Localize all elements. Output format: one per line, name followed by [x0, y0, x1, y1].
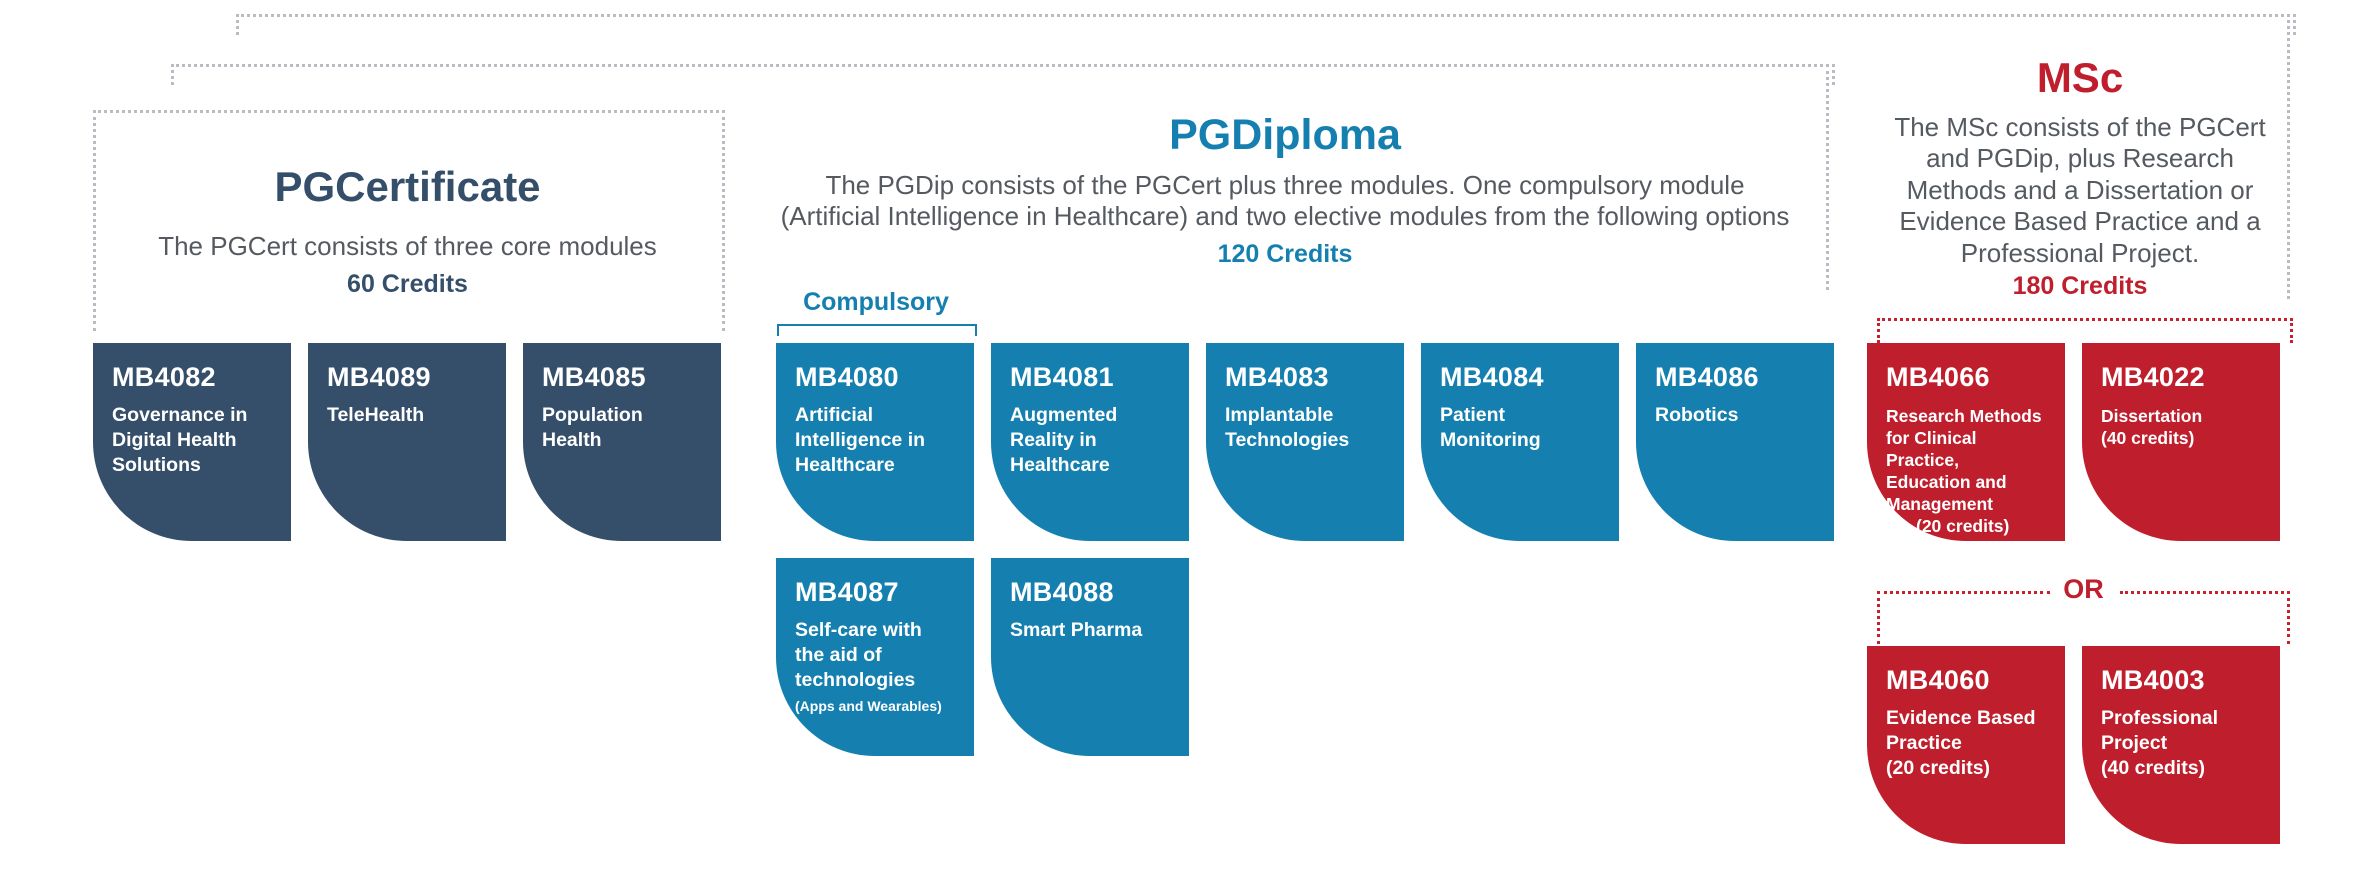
module-title: Population Health	[542, 404, 643, 451]
module-code: MB4088	[1010, 577, 1114, 607]
module-card-mb4022[interactable]: MB4022 Dissertation (40 credits)	[2082, 343, 2280, 541]
module-code: MB4086	[1655, 362, 1759, 392]
module-card-mb4085[interactable]: MB4085 Population Health	[523, 343, 721, 541]
bracket-pgdip-right	[1826, 64, 1829, 290]
msc-title: MSc	[2036, 54, 2124, 101]
module-title: Smart Pharma	[1010, 619, 1143, 641]
bracket-pgdip-outer	[171, 64, 1835, 85]
module-code: MB4081	[1010, 362, 1114, 392]
msc-description-line3: Methods and a Dissertation or	[1906, 175, 2254, 205]
module-code: MB4022	[2101, 362, 2205, 392]
pgcert-description: The PGCert consists of three core module…	[158, 231, 657, 261]
module-code: MB4083	[1225, 362, 1329, 392]
module-note: (40 credits)	[2101, 428, 2195, 448]
module-title: Self-care with the aid of technologies (…	[795, 618, 956, 718]
module-card-mb4080[interactable]: MB4080 Artificial Intelligence in Health…	[776, 343, 974, 541]
module-card-mb4086[interactable]: MB4086 Robotics	[1636, 343, 1834, 541]
module-title: Professional Project	[2101, 707, 2219, 754]
pgdip-credits: 120 Credits	[1217, 240, 1353, 268]
module-card-mb4088[interactable]: MB4088 Smart Pharma	[991, 558, 1189, 756]
module-title-text: Self-care with the aid of technologies	[795, 619, 922, 691]
module-title: Evidence Based Practice	[1886, 707, 2036, 754]
module-code: MB4084	[1440, 362, 1544, 392]
msc-description-line4: Evidence Based Practice and a	[1899, 206, 2261, 236]
msc-description-line5: Professional Project.	[1960, 238, 2200, 268]
msc-bracket-top	[1877, 318, 2293, 343]
module-title: Dissertation	[2101, 406, 2203, 426]
pgdip-description-line2: (Artificial Intelligence in Healthcare) …	[780, 201, 1790, 231]
module-note: (20 credits)	[1886, 757, 1991, 779]
msc-description-line2: and PGDip, plus Research	[1926, 143, 2234, 173]
module-code: MB4082	[112, 362, 216, 392]
module-code: MB4060	[1886, 665, 1990, 695]
module-note: (Apps and Wearables)	[795, 698, 942, 714]
or-bracket-right	[2120, 591, 2290, 644]
bracket-pgcert	[93, 110, 725, 331]
module-card-mb4084[interactable]: MB4084 Patient Monitoring	[1421, 343, 1619, 541]
module-code: MB4003	[2101, 665, 2205, 695]
module-title: Implantable Technologies	[1225, 404, 1350, 451]
module-note: (40 credits)	[2101, 757, 2206, 779]
module-code: MB4066	[1886, 362, 1990, 392]
pgcert-credits: 60 Credits	[347, 270, 468, 298]
msc-description-line1: The MSc consists of the PGCert	[1894, 112, 2266, 142]
bracket-msc-right	[2287, 14, 2290, 299]
module-title: TeleHealth	[327, 404, 425, 426]
module-card-mb4066[interactable]: MB4066 Research Methods for Clinical Pra…	[1867, 343, 2065, 541]
pgdip-description-line1: The PGDip consists of the PGCert plus th…	[825, 170, 1745, 200]
pgcert-title: PGCertificate	[274, 163, 541, 210]
module-card-mb4060[interactable]: MB4060 Evidence Based Practice (20 credi…	[1867, 646, 2065, 844]
msc-credits: 180 Credits	[2012, 272, 2148, 300]
module-card-mb4081[interactable]: MB4081 Augmented Reality in Healthcare	[991, 343, 1189, 541]
module-code: MB4089	[327, 362, 431, 392]
module-card-mb4089[interactable]: MB4089 TeleHealth	[308, 343, 506, 541]
module-code: MB4087	[795, 577, 899, 607]
module-code: MB4080	[795, 362, 899, 392]
module-title: Artificial Intelligence in Healthcare	[795, 404, 926, 476]
module-card-mb4082[interactable]: MB4082 Governance in Digital Health Solu…	[93, 343, 291, 541]
pgdip-title: PGDiploma	[1169, 111, 1401, 159]
module-card-mb4083[interactable]: MB4083 Implantable Technologies	[1206, 343, 1404, 541]
module-note: (20 credits)	[1916, 516, 2010, 536]
module-title: Augmented Reality in Healthcare	[1010, 404, 1118, 476]
compulsory-bracket	[777, 324, 977, 336]
module-title: Patient Monitoring	[1440, 404, 1541, 451]
module-title: Governance in Digital Health Solutions	[112, 404, 248, 476]
module-card-mb4003[interactable]: MB4003 Professional Project (40 credits)	[2082, 646, 2280, 844]
or-bracket-left	[1877, 591, 2050, 644]
module-code: MB4085	[542, 362, 646, 392]
module-title: Research Methods for Clinical Practice, …	[1886, 406, 2042, 514]
bracket-msc-outer	[236, 14, 2296, 35]
or-label: OR	[2063, 574, 2104, 604]
module-card-mb4087[interactable]: MB4087 Self-care with the aid of technol…	[776, 558, 974, 756]
module-title: Robotics	[1655, 404, 1739, 426]
compulsory-label: Compulsory	[803, 288, 949, 316]
